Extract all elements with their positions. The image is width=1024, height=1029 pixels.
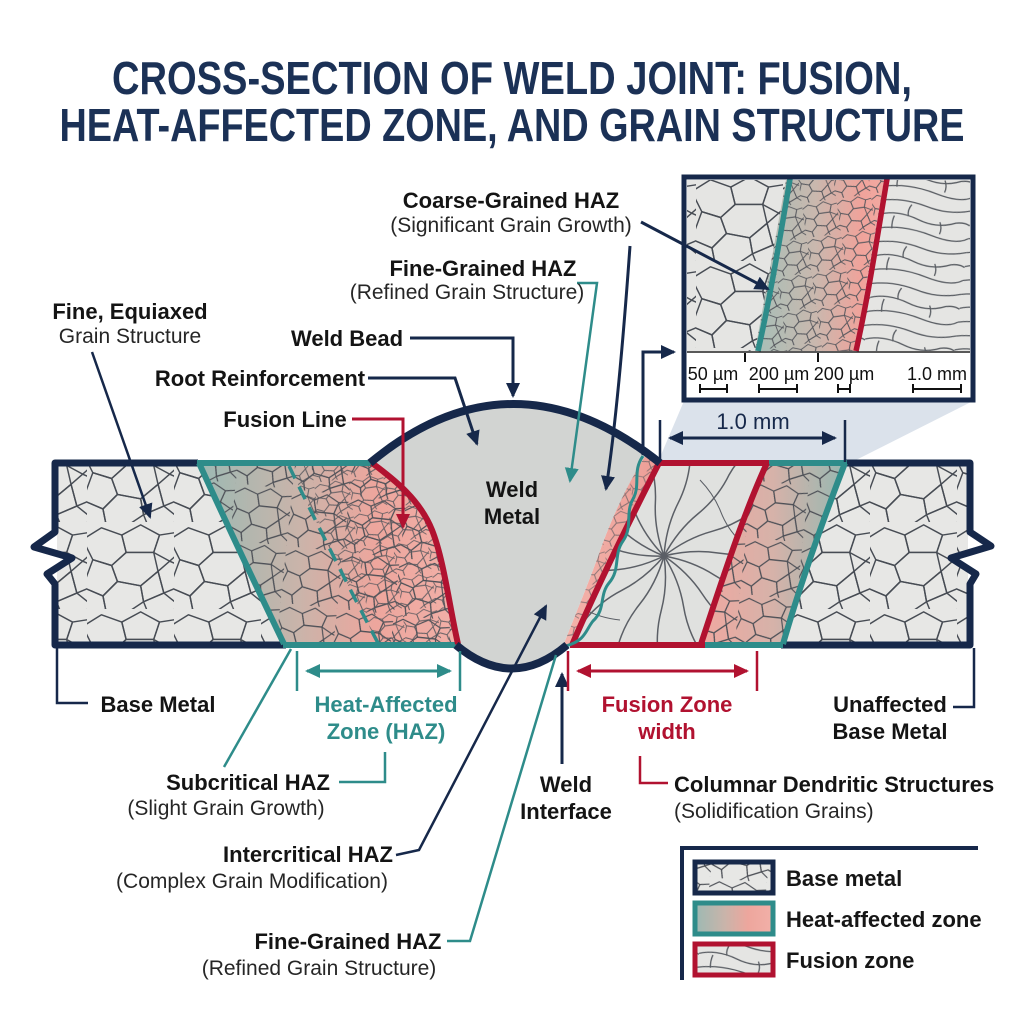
right-break-notch	[950, 532, 990, 584]
label-subcritical: Subcritical HAZ	[166, 770, 330, 795]
haz-right-region	[701, 463, 845, 644]
intercritical-boundary-dashed-line	[287, 465, 380, 644]
legend-label-haz: Heat-affected zone	[786, 907, 982, 932]
leader-weld-bead	[410, 336, 520, 398]
annotation-labels: Coarse-Grained HAZ (Significant Grain Gr…	[52, 188, 994, 980]
label-unaffected-1: Unaffected	[833, 692, 947, 717]
label-weld-interface-1: Weld	[540, 772, 592, 797]
label-intercritical-sub: (Complex Grain Modification)	[116, 870, 388, 893]
leader-subcritical	[222, 648, 293, 768]
legend-item-base-metal: Base metal	[692, 859, 902, 896]
inset-scale-200um-a: 200 µm	[749, 364, 809, 384]
fusion-line-left	[370, 460, 461, 645]
fusion-zone-left-edge	[569, 461, 662, 647]
coarse-haz-sliver-region	[563, 456, 659, 646]
label-fine-equiaxed: Fine, Equiaxed	[52, 299, 207, 324]
label-fine-haz-top-sub: (Refined Grain Structure)	[350, 281, 585, 304]
inset-scale-200um-b: 200 µm	[814, 364, 874, 384]
label-columnar: Columnar Dendritic Structures	[674, 772, 994, 797]
bracket-width-to-columnar	[638, 756, 668, 785]
label-fine-haz-top: Fine-Grained HAZ	[389, 256, 576, 281]
title-line-1: CROSS-SECTION OF WELD JOINT: FUSION,	[112, 52, 912, 104]
inset-micrograph: 50 µm 200 µm 200 µm 1.0 mm	[681, 174, 976, 403]
label-subcritical-sub: (Slight Grain Growth)	[127, 797, 324, 820]
inset-content	[687, 178, 970, 352]
leader-fusion-line	[352, 417, 410, 529]
legend-label-fusion-zone: Fusion zone	[786, 948, 914, 973]
inset-scale-50um: 50 µm	[688, 364, 738, 384]
label-weld-interface-2: Interface	[520, 799, 612, 824]
leader-root-reinforcement	[368, 376, 480, 446]
label-fusion-line: Fusion Line	[223, 407, 346, 432]
inset-haz-boundary-line	[755, 178, 793, 352]
fusion-zone-region	[572, 463, 767, 645]
label-haz-1: Heat-Affected	[314, 692, 457, 717]
dimension-1mm-label: 1.0 mm	[716, 409, 789, 434]
inset-scale-1mm: 1.0 mm	[907, 364, 967, 384]
label-fine-haz-bottom: Fine-Grained HAZ	[254, 929, 441, 954]
dimension-1mm: 1.0 mm	[658, 409, 847, 462]
label-coarse-haz: Coarse-Grained HAZ	[403, 188, 619, 213]
plate-cross-section	[57, 401, 968, 668]
inset-frame	[681, 174, 976, 403]
leader-coarse-haz-to-inset	[640, 220, 770, 291]
label-fusion-zone-width-1: Fusion Zone	[602, 692, 733, 717]
label-root-reinforcement: Root Reinforcement	[155, 366, 366, 391]
label-coarse-haz-sub: (Significant Grain Growth)	[390, 214, 632, 237]
legend-swatch-fusion-zone	[692, 941, 776, 978]
plate-borders	[30, 400, 995, 673]
leader-coarse-haz-to-plate	[601, 245, 632, 491]
inset-scale-strip: 50 µm 200 µm 200 µm 1.0 mm	[687, 351, 970, 398]
leader-intercritical	[395, 604, 548, 857]
bracket-haz-to-subcritical	[339, 752, 387, 784]
bracket-unaffected	[953, 648, 976, 709]
label-haz-2: Zone (HAZ)	[327, 719, 446, 744]
legend-label-base-metal: Base metal	[786, 866, 902, 891]
haz-outer-boundary-right	[780, 461, 848, 645]
magnification-projection-cone	[658, 401, 973, 462]
haz-outer-boundary-left	[196, 461, 287, 646]
connector-bead-to-inset	[641, 345, 676, 455]
label-weld-bead: Weld Bead	[291, 326, 403, 351]
legend: Base metal Heat-affected zone Fusion zon…	[680, 846, 982, 980]
legend-swatch-base-metal	[692, 859, 776, 896]
label-intercritical: Intercritical HAZ	[223, 842, 393, 867]
label-base-metal: Base Metal	[101, 692, 216, 717]
label-weld-metal-2: Metal	[484, 504, 540, 529]
label-fine-equiaxed-sub: Grain Structure	[59, 325, 201, 348]
label-fine-haz-bottom-sub: (Refined Grain Structure)	[202, 957, 437, 980]
legend-item-haz: Heat-affected zone	[692, 900, 982, 937]
inset-scale-bars	[699, 384, 962, 393]
legend-frame	[680, 846, 978, 980]
dimension-haz-width	[295, 651, 462, 691]
annotation-leaders	[55, 220, 976, 943]
leader-fine-haz-bottom	[447, 654, 558, 943]
plate-outline-left	[30, 459, 286, 649]
plate-outline-right	[781, 459, 995, 649]
bracket-base-metal	[55, 648, 88, 705]
weld-interface-wavy-line	[565, 455, 645, 648]
left-break-notch	[35, 532, 73, 584]
title-line-2: HEAT-AFFECTED ZONE, AND GRAIN STRUCTURE	[60, 99, 965, 151]
root-reinforcement-outline	[453, 641, 570, 673]
label-columnar-sub: (Solidification Grains)	[674, 800, 874, 823]
legend-item-fusion-zone: Fusion zone	[692, 941, 914, 978]
dimension-fusion-width	[566, 651, 759, 691]
fusion-zone-right-edge	[698, 461, 770, 645]
page-title: CROSS-SECTION OF WELD JOINT: FUSION, HEA…	[60, 52, 965, 151]
leader-fine-equiaxed	[90, 351, 153, 519]
label-unaffected-2: Base Metal	[833, 719, 948, 744]
weld-bead-crown-outline	[367, 400, 663, 467]
inset-fusion-line	[853, 178, 890, 352]
label-weld-metal-1: Weld	[486, 477, 538, 502]
leader-fine-haz-top	[564, 281, 599, 483]
legend-swatch-haz	[692, 900, 776, 937]
base-metal-left-region	[57, 465, 283, 642]
label-fusion-zone-width-2: width	[637, 719, 695, 744]
